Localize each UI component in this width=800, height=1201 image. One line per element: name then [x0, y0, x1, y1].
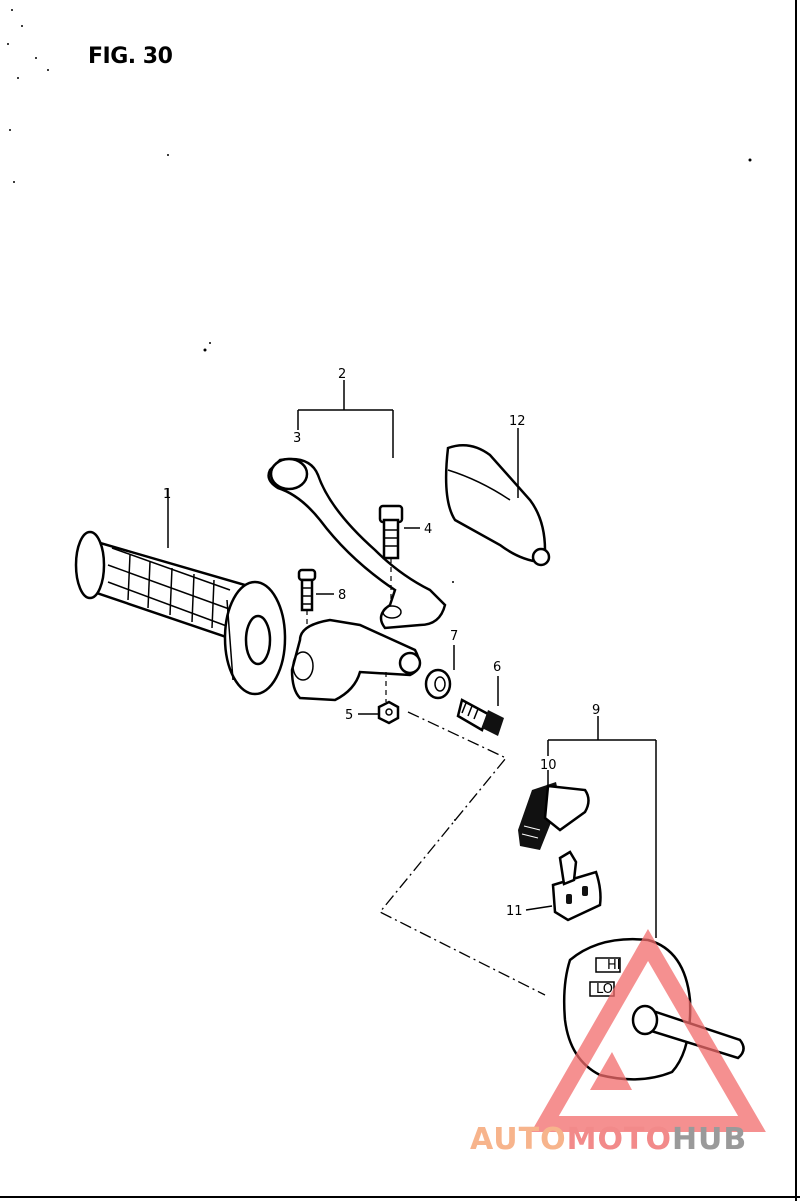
watermark-part-moto: MOTO — [566, 1122, 672, 1157]
callout-10: 10 — [540, 758, 557, 773]
callout-2: 2 — [338, 367, 346, 382]
part-11-contact-plate — [551, 850, 602, 922]
bottom-border — [0, 1196, 800, 1198]
callout-12: 12 — [509, 414, 526, 429]
callout-6: 6 — [493, 660, 501, 675]
switch-mark-hi: HI — [607, 958, 621, 973]
scan-noise — [7, 9, 752, 821]
bracket-2-3 — [297, 380, 394, 458]
figure-title: FIG. 30 — [88, 44, 173, 69]
part-7-washer — [424, 668, 452, 700]
callout-1: 1 — [163, 487, 171, 502]
part-1-grip — [74, 530, 287, 696]
watermark-part-hub: HUB — [671, 1122, 748, 1157]
callout-5: 5 — [345, 708, 353, 723]
part-10-switch-knob — [518, 782, 590, 850]
leader-11 — [525, 905, 553, 911]
switch-mark-lo: LO — [596, 982, 613, 997]
part-4-pivot-bolt — [378, 504, 404, 560]
part-8-screw — [297, 568, 317, 612]
callout-11: 11 — [506, 904, 523, 919]
callout-4: 4 — [424, 522, 432, 537]
callout-3: 3 — [293, 431, 301, 446]
right-border — [795, 0, 797, 1201]
bracket-9 — [547, 716, 657, 938]
lever-perch — [290, 618, 422, 702]
watermark-text: AUTOMOTOHUB — [470, 1122, 747, 1157]
callout-7: 7 — [450, 629, 458, 644]
part-3-lever — [267, 457, 447, 630]
part-5-nut — [377, 700, 400, 725]
watermark-logo-triangle — [531, 929, 766, 1132]
callout-9: 9 — [592, 703, 600, 718]
callout-8: 8 — [338, 588, 346, 603]
watermark-part-auto: AUTO — [470, 1122, 567, 1157]
part-12-boot — [444, 443, 551, 567]
assembly-leader-line — [378, 711, 546, 996]
part-6-adjuster — [456, 698, 504, 736]
